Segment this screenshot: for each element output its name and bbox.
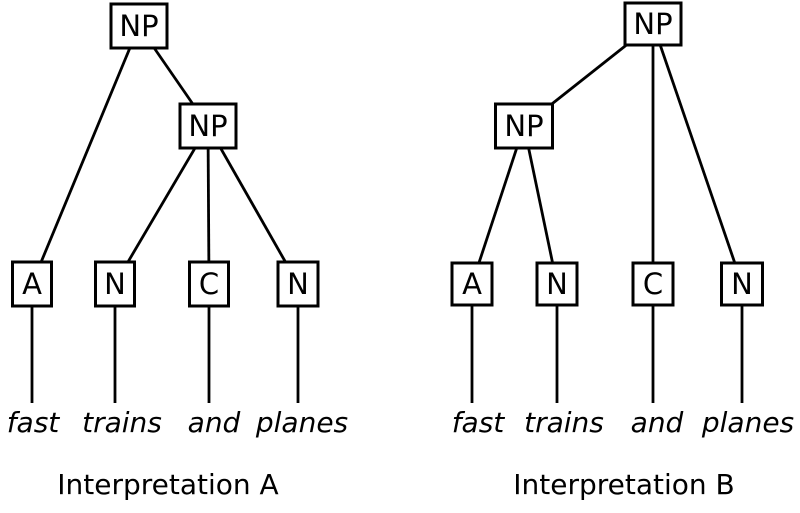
tree-edge	[470, 125, 526, 285]
node-label-np: NP	[633, 7, 672, 41]
terminal-word-planes: planes	[701, 406, 794, 439]
node-label-n: N	[287, 267, 309, 301]
tree-edge	[30, 25, 141, 285]
tree-edge	[206, 125, 300, 285]
tree-edge	[206, 125, 211, 285]
terminal-word-and: and	[631, 406, 684, 439]
node-label-n: N	[731, 267, 753, 301]
node-label-a: A	[462, 267, 482, 301]
node-box-c	[188, 260, 230, 308]
terminal-word-trains: trains	[524, 406, 604, 439]
terminal-word-fast: fast	[7, 406, 61, 439]
node-label-c: C	[199, 267, 219, 301]
node-box-np	[109, 2, 169, 50]
terminal-word-fast: fast	[452, 406, 506, 439]
caption-interpretation-b: Interpretation B	[513, 468, 735, 501]
terminal-word-planes: planes	[255, 406, 348, 439]
node-label-a: A	[22, 267, 42, 301]
node-box-n	[720, 261, 764, 307]
node-box-np	[623, 1, 683, 47]
caption-interpretation-a: Interpretation A	[57, 468, 278, 501]
node-label-np: NP	[119, 9, 158, 43]
node-label-np: NP	[504, 109, 543, 143]
node-box-a	[11, 260, 53, 308]
node-box-n	[535, 261, 579, 307]
node-box-c	[631, 261, 675, 307]
tree-edge	[522, 125, 559, 285]
node-label-n: N	[104, 267, 126, 301]
terminal-word-and: and	[188, 406, 241, 439]
node-box-n	[276, 260, 320, 308]
node-box-a	[450, 261, 494, 307]
node-label-n: N	[546, 267, 568, 301]
node-box-np	[494, 102, 554, 150]
node-box-np	[178, 102, 238, 150]
node-label-c: C	[643, 267, 663, 301]
tree-edge	[113, 125, 210, 285]
node-label-np: NP	[188, 109, 227, 143]
terminal-word-trains: trains	[82, 406, 162, 439]
node-box-n	[94, 260, 136, 308]
tree-edge	[651, 23, 744, 285]
